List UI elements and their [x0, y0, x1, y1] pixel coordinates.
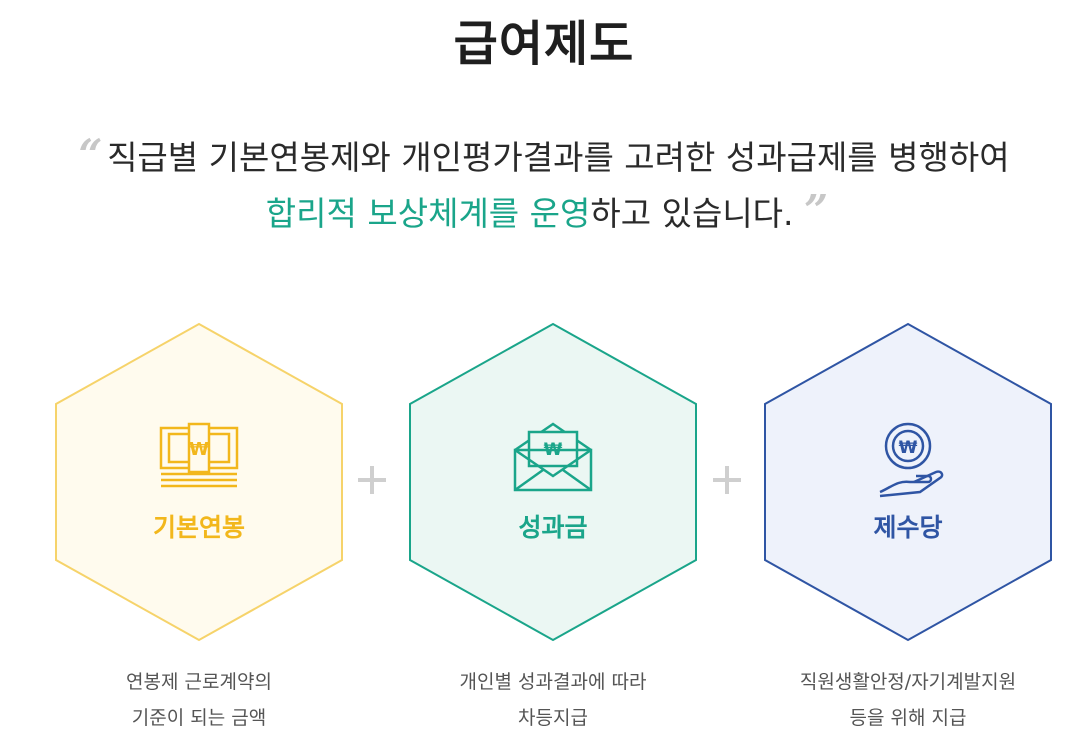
quote-line-1: “ 직급별 기본연봉제와 개인평가결과를 고려한 성과급제를 병행하여 — [0, 130, 1088, 179]
open-quote-mark: “ — [78, 130, 102, 179]
desc-base-salary: 연봉제 근로계약의 기준이 되는 금액 — [39, 664, 359, 736]
quote-text-2: 하고 있습니다. — [590, 194, 794, 233]
page-title: 급여제도 — [453, 16, 635, 72]
hex-label-allowances: 제수당 — [873, 513, 943, 542]
hex-label-base-salary: 기본연봉 — [152, 513, 245, 542]
svg-text:₩: ₩ — [544, 440, 563, 460]
desc-line: 차등지급 — [518, 707, 588, 729]
desc-line: 등을 위해 지급 — [849, 707, 967, 729]
cash-bundle-icon: ₩ — [149, 418, 249, 498]
desc-allowances: 직원생활안정/자기계발지원 등을 위해 지급 — [748, 664, 1068, 736]
coin-hand-icon: ₩ — [858, 418, 958, 498]
hex-performance-bonus: ₩ 성과금 — [407, 322, 699, 642]
desc-line: 기준이 되는 금액 — [131, 707, 267, 729]
desc-line: 연봉제 근로계약의 — [126, 671, 272, 693]
close-quote-mark: ” — [804, 186, 828, 235]
hexagon-shape — [55, 322, 343, 642]
quote-text-1: 직급별 기본연봉제와 개인평가결과를 고려한 성과급제를 병행하여 — [107, 138, 1010, 177]
quote-highlight: 합리적 보상체계를 운영 — [265, 194, 591, 233]
quote-line-2: 합리적 보상체계를 운영하고 있습니다. ” — [0, 186, 1088, 235]
envelope-money-icon: ₩ — [503, 418, 603, 498]
svg-text:₩: ₩ — [899, 438, 918, 458]
plus-icon — [358, 466, 386, 494]
hex-allowances: ₩ 제수당 — [762, 322, 1054, 642]
desc-line: 개인별 성과결과에 따라 — [459, 671, 647, 693]
svg-text:₩: ₩ — [189, 439, 209, 460]
desc-performance-bonus: 개인별 성과결과에 따라 차등지급 — [393, 664, 713, 736]
hexagon-shape — [409, 322, 697, 642]
hex-label-performance-bonus: 성과금 — [518, 513, 588, 542]
desc-line: 직원생활안정/자기계발지원 — [799, 671, 1017, 693]
hex-base-salary: ₩ 기본연봉 — [53, 322, 345, 642]
plus-icon — [713, 466, 741, 494]
